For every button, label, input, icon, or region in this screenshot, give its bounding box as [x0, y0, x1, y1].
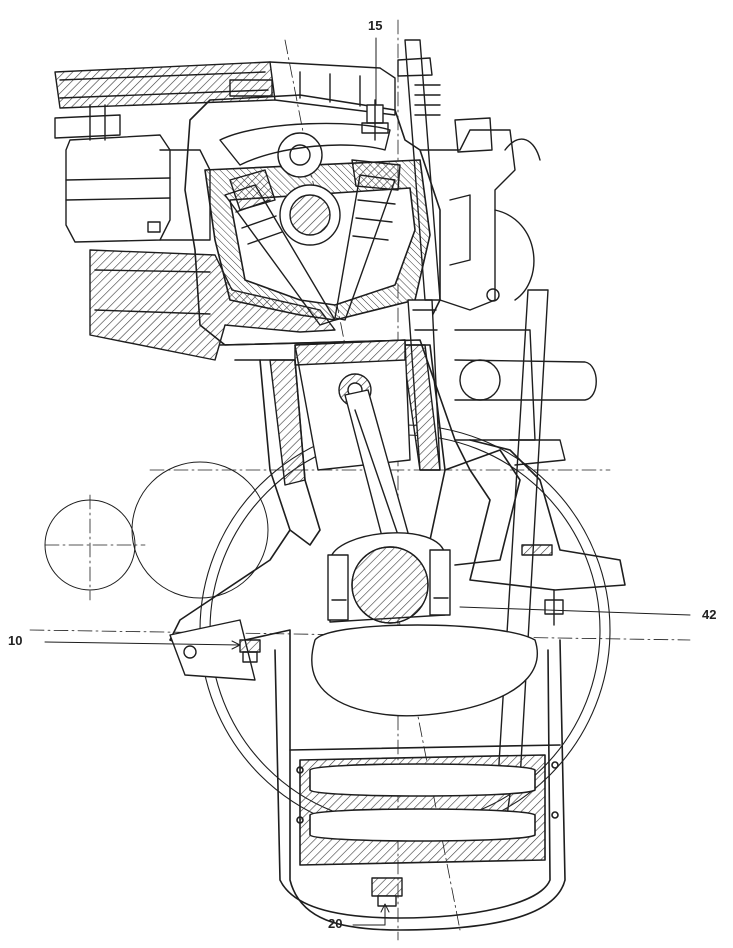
callout-10: 10	[8, 633, 23, 648]
exhaust-valve	[335, 160, 400, 320]
valve-adjuster	[362, 100, 388, 140]
oil-sump	[245, 630, 565, 930]
exhaust-manifold	[420, 118, 540, 310]
mounting-bracket	[170, 620, 255, 680]
leader-lines	[45, 38, 690, 925]
callout-42: 42	[702, 607, 717, 622]
cylinder-head	[185, 95, 440, 345]
sump-bolt-left	[240, 640, 260, 662]
intake-valve	[225, 170, 335, 325]
dipstick-tube	[496, 290, 552, 830]
camshaft	[220, 123, 390, 245]
crankshaft-journal	[328, 533, 450, 623]
cylinder-liner	[270, 345, 440, 485]
big-end-bolt	[545, 590, 563, 625]
drain-plug	[372, 878, 402, 906]
intake-pipe	[55, 62, 395, 115]
coolant-outlet	[455, 330, 596, 465]
auxiliary-pulleys	[45, 462, 268, 598]
callout-15: 15	[368, 18, 383, 33]
callout-20: 20	[328, 916, 343, 931]
crank-counterweight	[312, 625, 538, 716]
